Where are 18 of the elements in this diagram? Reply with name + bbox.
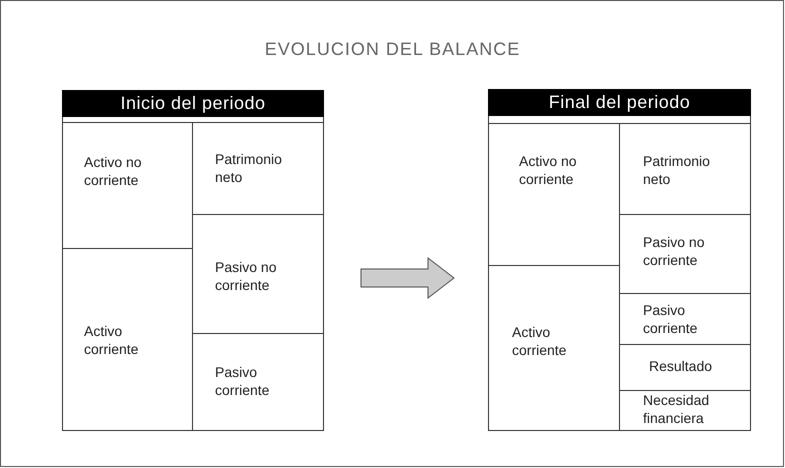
cell-label: Activo no corriente [519, 152, 578, 188]
diagram-title: EVOLUCION DEL BALANCE [264, 38, 522, 61]
table-frame [62, 90, 324, 431]
cell-label: Resultado [649, 357, 714, 375]
cell-label: Activo corriente [84, 322, 140, 358]
cell-label: Pasivo corriente [215, 363, 270, 399]
cell-label: Activo no corriente [84, 153, 143, 189]
cell-label: Pasivo corriente [643, 301, 698, 337]
cell-label: Pasivo no corriente [215, 258, 278, 294]
table-header: Final del periodo [488, 89, 751, 116]
cell-label: Patrimonio neto [643, 152, 711, 188]
table-header: Inicio del periodo [62, 90, 324, 117]
cell-label: Necesidad financiera [643, 391, 710, 427]
cell-label: Patrimonio neto [215, 150, 283, 186]
block-arrow [360, 256, 455, 300]
table-frame [488, 89, 751, 431]
cell-label: Pasivo no corriente [643, 233, 706, 269]
cell-label: Activo corriente [512, 323, 568, 359]
